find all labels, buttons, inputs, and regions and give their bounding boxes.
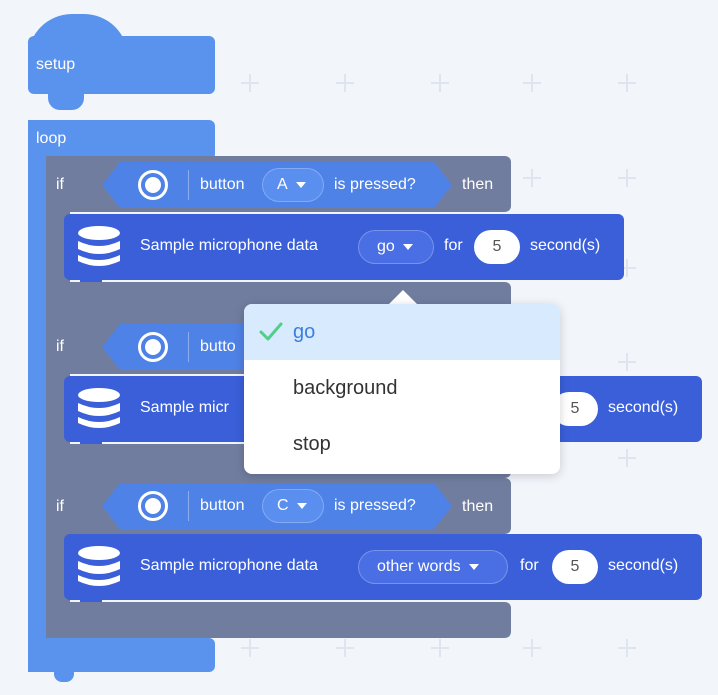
if-label-2: if xyxy=(56,338,64,355)
setup-notch xyxy=(48,94,84,110)
menu-item-label: go xyxy=(293,321,316,343)
button-pressed-condition-3[interactable]: button C is pressed? xyxy=(102,483,452,529)
if-label-1: if xyxy=(56,176,64,193)
menu-item-label: stop xyxy=(293,433,331,455)
seconds-unit-3: second(s) xyxy=(608,557,679,574)
check-icon xyxy=(259,322,283,341)
pressed-label-1: is pressed? xyxy=(334,176,416,193)
button-icon xyxy=(138,491,168,521)
seconds-input-3[interactable]: 5 xyxy=(552,550,598,584)
database-icon xyxy=(78,226,120,266)
button-icon xyxy=(138,332,168,362)
button-select-3[interactable]: C xyxy=(262,489,324,523)
for-label-3: for xyxy=(520,557,539,574)
button-label-2: butto xyxy=(200,338,236,355)
if-label-3: if xyxy=(56,498,64,515)
word-select-1[interactable]: go xyxy=(358,230,434,264)
chevron-down-icon xyxy=(468,563,479,570)
chevron-down-icon xyxy=(402,243,413,250)
for-label-1: for xyxy=(444,237,463,254)
if-footer-3[interactable] xyxy=(46,602,511,638)
button-icon xyxy=(138,170,168,200)
menu-item-go[interactable]: go xyxy=(244,304,560,360)
seconds-unit-1: second(s) xyxy=(530,237,601,254)
word-select-3[interactable]: other words xyxy=(358,550,508,584)
sample-mic-label-2: Sample micr xyxy=(140,399,229,416)
then-label-1: then xyxy=(462,176,494,193)
menu-item-background[interactable]: background xyxy=(244,360,560,416)
button-pressed-condition-1[interactable]: button A is pressed? xyxy=(102,162,452,208)
button-label-3: button xyxy=(200,497,245,514)
button-label-1: button xyxy=(200,176,245,193)
word-dropdown-menu: go background stop xyxy=(244,304,560,474)
menu-item-label: background xyxy=(293,377,398,399)
sample-mic-label-3: Sample microphone data xyxy=(140,557,318,574)
setup-label: setup xyxy=(36,56,76,73)
database-icon xyxy=(78,388,120,428)
dropdown-pointer xyxy=(389,290,417,304)
menu-item-stop[interactable]: stop xyxy=(244,416,560,472)
seconds-unit-2: second(s) xyxy=(608,399,679,416)
chevron-down-icon xyxy=(296,182,306,188)
loop-bottom-notch xyxy=(54,668,74,682)
button-select-1[interactable]: A xyxy=(262,168,324,202)
setup-block[interactable]: setup xyxy=(28,36,215,94)
pressed-label-3: is pressed? xyxy=(334,497,416,514)
sample-mic-block-1[interactable]: Sample microphone data go for 5 second(s… xyxy=(64,214,624,280)
sample-mic-block-3[interactable]: Sample microphone data other words for 5… xyxy=(64,534,702,600)
chevron-down-icon xyxy=(297,503,307,509)
seconds-input-1[interactable]: 5 xyxy=(474,230,520,264)
sample-mic-label-1: Sample microphone data xyxy=(140,237,318,254)
loop-label: loop xyxy=(36,130,67,147)
loop-footer[interactable] xyxy=(28,638,215,672)
database-icon xyxy=(78,546,120,586)
then-label-3: then xyxy=(462,498,494,515)
loop-block[interactable]: loop xyxy=(28,120,215,160)
